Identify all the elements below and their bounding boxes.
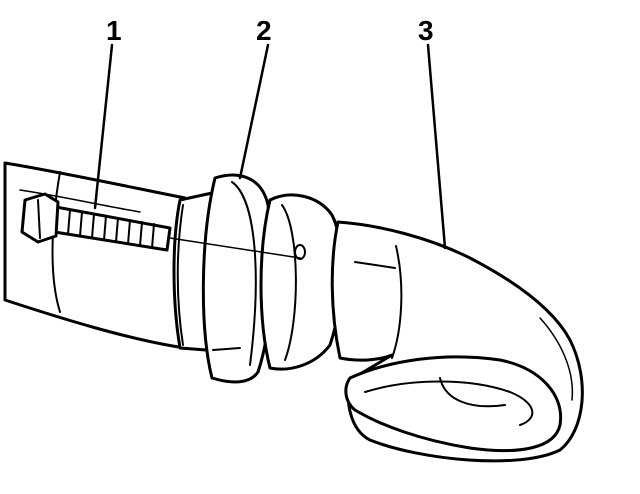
callout-3: 3: [418, 15, 434, 46]
callout-2: 2: [256, 15, 272, 46]
leader-lines: [93, 43, 447, 250]
bolt: [20, 192, 301, 259]
gasket: [201, 173, 274, 384]
leader-line-3: [426, 43, 447, 250]
left-pipe: [3, 161, 187, 350]
leader-line-2: [238, 43, 270, 180]
callout-1: 1: [106, 15, 122, 46]
leader-line-1: [93, 43, 114, 210]
right-flange: [259, 193, 343, 371]
bent-pipe: [330, 220, 584, 463]
